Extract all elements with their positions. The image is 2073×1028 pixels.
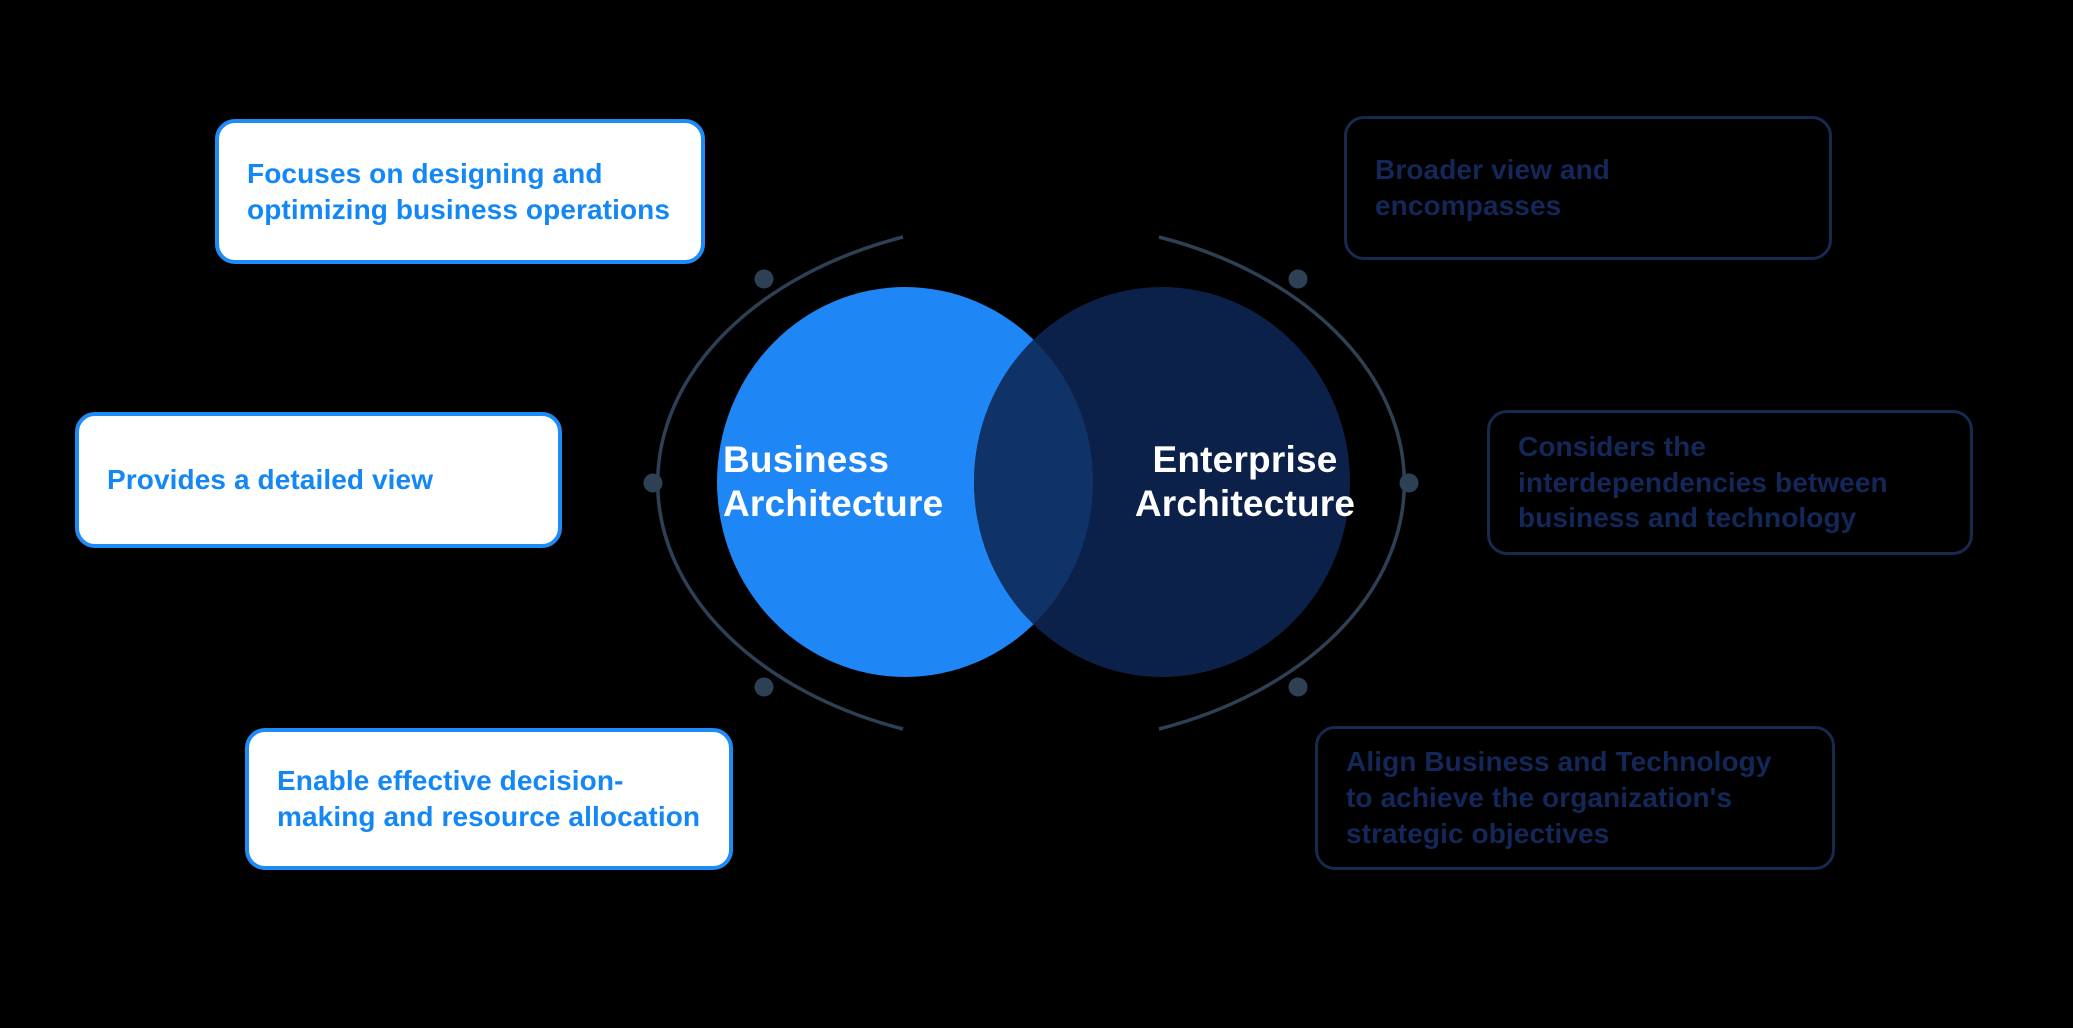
- enterprise-architecture-label: Enterprise Architecture: [1134, 439, 1356, 525]
- callout-enterprise-3: Align Business and Technology to achieve…: [1315, 726, 1835, 870]
- callout-text: Broader view and encompasses: [1375, 154, 1611, 221]
- callout-business-1: Focuses on designing and optimizing busi…: [215, 119, 705, 264]
- business-circle: [717, 287, 1093, 677]
- orbit-dot-right: [1399, 473, 1419, 493]
- callout-text: Enable effective decision-making and res…: [277, 765, 701, 832]
- business-architecture-label: Business Architecture: [723, 439, 944, 525]
- callout-business-2: Provides a detailed view: [75, 412, 562, 548]
- callout-text: Provides a detailed view: [107, 464, 434, 496]
- callout-text: Considers the interdependencies between …: [1518, 430, 1888, 534]
- callout-text: Align Business and Technology to achieve…: [1346, 746, 1772, 849]
- orbit-dot-bottom-right: [1288, 677, 1308, 697]
- enterprise-circle: [974, 287, 1350, 677]
- callout-enterprise-2: Considers the interdependencies between …: [1487, 410, 1973, 555]
- orbit-dot-bottom-left: [754, 677, 774, 697]
- callout-business-3: Enable effective decision-making and res…: [245, 728, 733, 870]
- callout-enterprise-1: Broader view and encompasses: [1344, 116, 1832, 260]
- orbit-dot-left: [643, 473, 663, 493]
- orbit-dot-top-right: [1288, 269, 1308, 289]
- callout-text: Focuses on designing and optimizing busi…: [247, 157, 671, 225]
- orbit-dot-top-left: [754, 269, 774, 289]
